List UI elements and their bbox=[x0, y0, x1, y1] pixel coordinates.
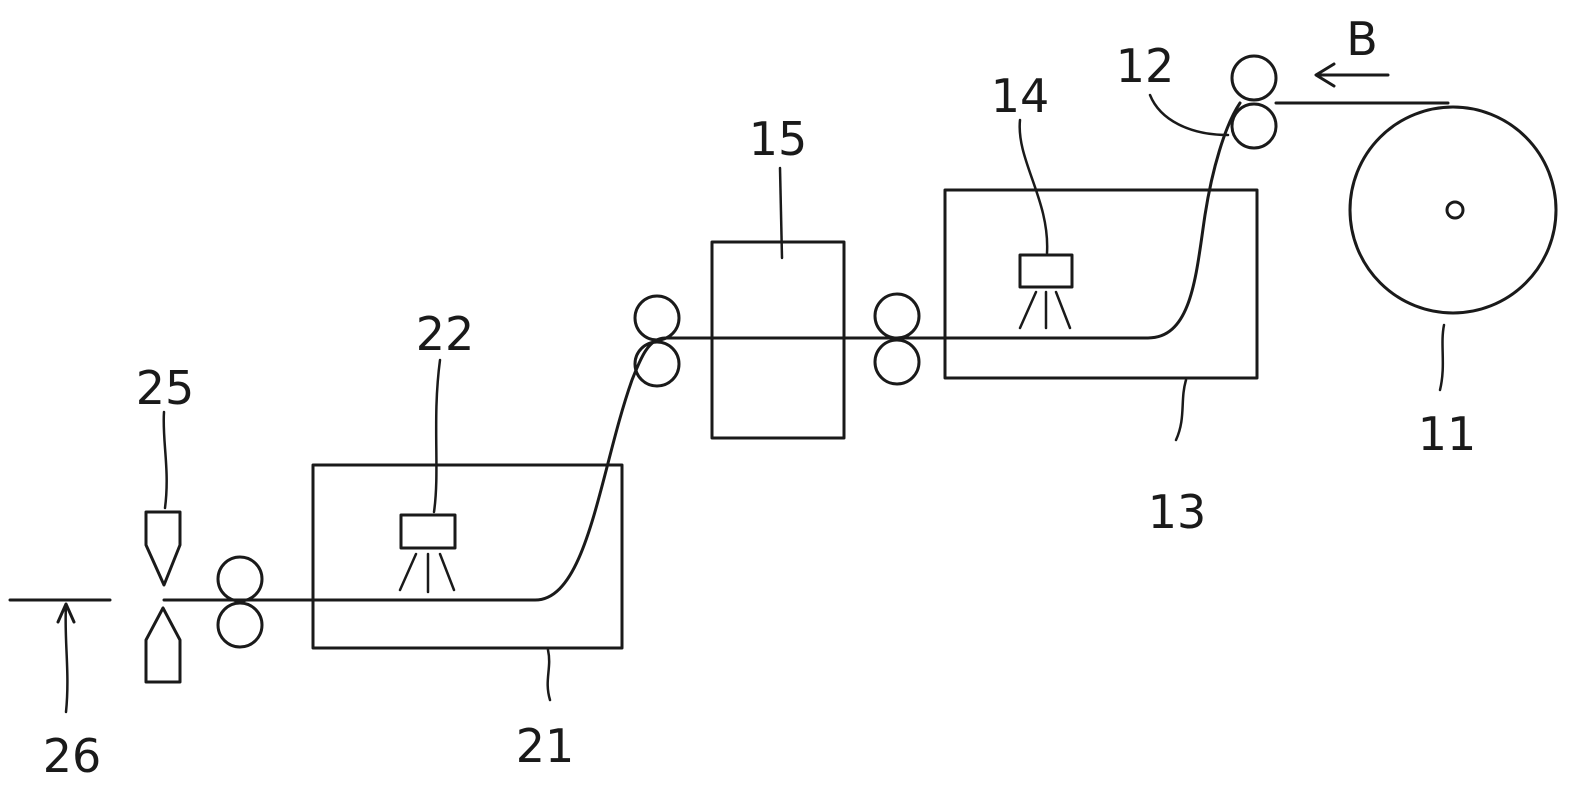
feed-roller-pair-12 bbox=[1232, 56, 1276, 148]
supply-roll bbox=[1350, 107, 1556, 313]
label-25: 25 bbox=[136, 361, 195, 415]
direction-arrow bbox=[1316, 64, 1388, 86]
leader-line-13 bbox=[1176, 380, 1186, 440]
first-tank bbox=[945, 190, 1257, 378]
middle-unit bbox=[712, 242, 844, 438]
second-nozzle bbox=[400, 515, 455, 592]
label-26: 26 bbox=[43, 729, 102, 783]
label-21: 21 bbox=[516, 719, 575, 773]
label-13: 13 bbox=[1148, 485, 1207, 539]
label-15: 15 bbox=[749, 112, 808, 166]
leader-line-15 bbox=[780, 168, 782, 258]
label-11: 11 bbox=[1418, 407, 1477, 461]
leader-line-14 bbox=[1020, 120, 1048, 253]
label-14: 14 bbox=[991, 69, 1050, 123]
web-path bbox=[164, 103, 1448, 600]
second-tank bbox=[313, 465, 622, 648]
leader-line-11 bbox=[1440, 325, 1444, 390]
exit-roller-pair bbox=[218, 557, 262, 647]
leader-line-21 bbox=[548, 650, 550, 700]
label-direction-b: B bbox=[1346, 12, 1378, 66]
output-arrow bbox=[58, 604, 74, 712]
leader-line-22 bbox=[434, 360, 440, 512]
cutter bbox=[146, 512, 180, 682]
label-22: 22 bbox=[416, 307, 475, 361]
label-12: 12 bbox=[1116, 39, 1175, 93]
first-nozzle bbox=[1020, 255, 1072, 328]
leader-line-25 bbox=[164, 412, 167, 508]
leader-line-12 bbox=[1150, 95, 1228, 135]
